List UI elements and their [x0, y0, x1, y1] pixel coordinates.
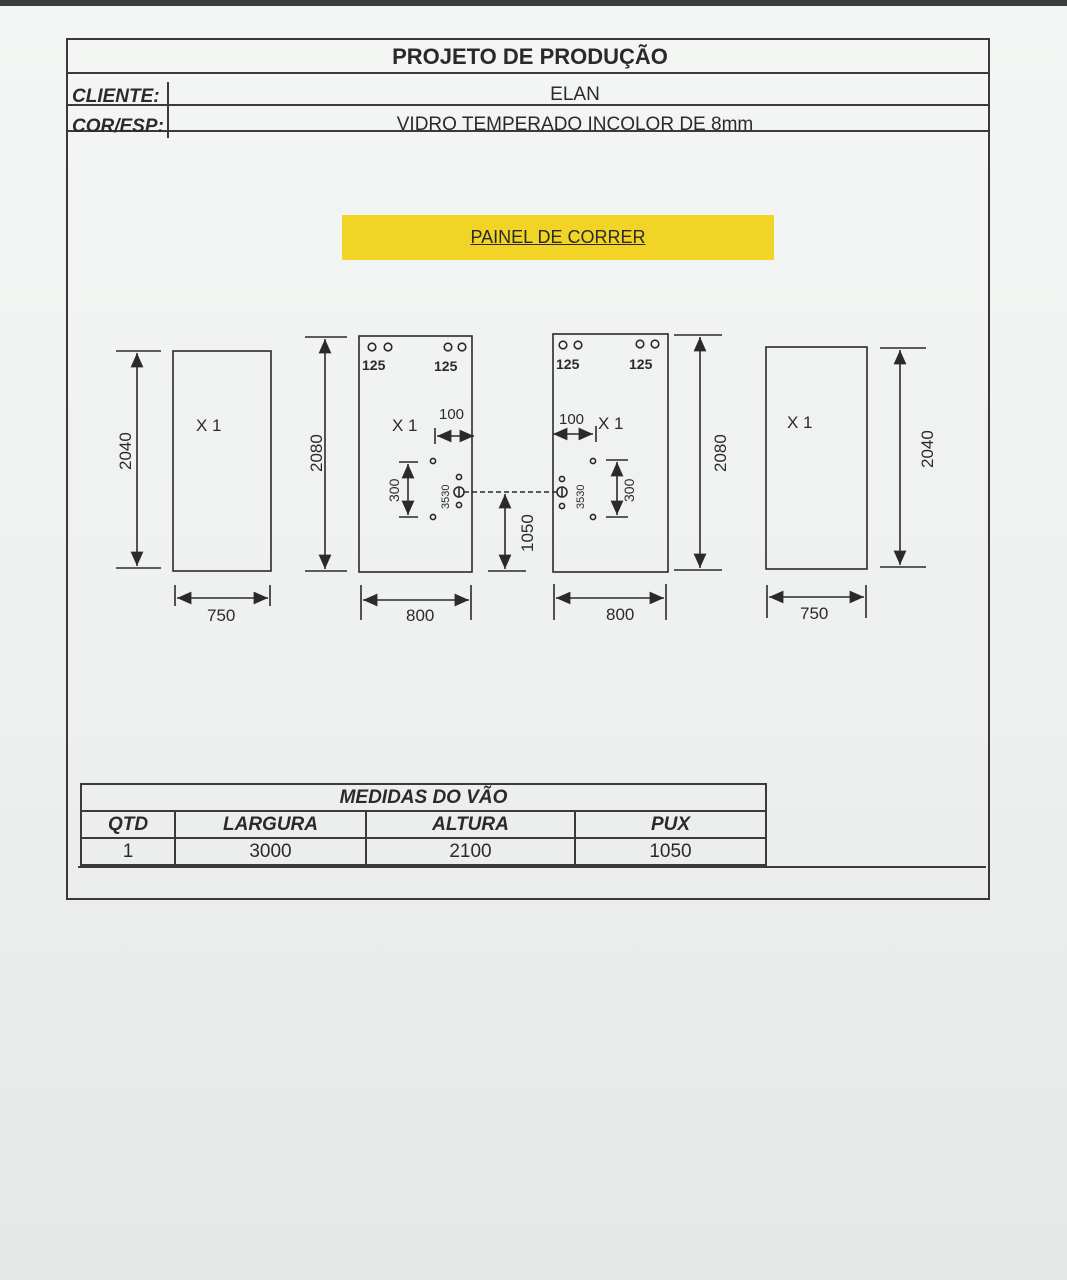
table-cell: 2100: [365, 837, 576, 866]
hole-distance-label: 125: [629, 356, 653, 372]
header-divider: [66, 72, 988, 74]
handle-span-label-2: 300: [386, 478, 402, 502]
header-divider: [66, 104, 988, 106]
hole-icon: [558, 340, 568, 350]
table-header: ALTURA: [365, 810, 576, 839]
table-title: MEDIDAS DO VÃO: [80, 783, 767, 812]
header-divider: [66, 130, 988, 132]
hole-icon: [558, 502, 566, 510]
handle-height-label: 1050: [518, 514, 537, 552]
hole-icon: [650, 339, 660, 349]
table-cell: 1050: [574, 837, 767, 866]
glass-panel-1: [172, 350, 272, 572]
handle-label-3: 3530: [575, 485, 587, 509]
handle-span-label-3: 300: [621, 478, 637, 502]
document-frame: [66, 38, 990, 900]
hole-icon: [429, 457, 437, 465]
table-header: PUX: [574, 810, 767, 839]
glass-panel-4: [765, 346, 868, 570]
glass-panel-3: [552, 333, 669, 573]
height-label-1: 2040: [116, 432, 135, 470]
offset-label-3: 100: [559, 411, 584, 428]
page-top-edge: [0, 0, 1067, 6]
table-row: 1 3000 2100 1050: [80, 837, 767, 866]
hole-icon: [429, 513, 437, 521]
hole-icon: [558, 475, 566, 483]
hole-distance-label: 125: [362, 357, 386, 373]
cor-value: VIDRO TEMPERADO INCOLOR DE 8mm: [396, 114, 754, 135]
qty-label-3: X 1: [598, 414, 624, 433]
table-header: LARGURA: [174, 810, 367, 839]
handle-label-2: 3530: [440, 485, 452, 509]
hole-icon: [635, 339, 645, 349]
hole-icon: [383, 342, 393, 352]
offset-label-2: 100: [439, 406, 464, 423]
width-label-1: 750: [207, 606, 235, 625]
cliente-value: ELAN: [550, 84, 600, 105]
width-label-4: 750: [800, 604, 828, 623]
qty-label-2: X 1: [392, 416, 418, 435]
cliente-label: CLIENTE:: [72, 86, 160, 107]
hole-distance-label: 125: [434, 358, 458, 374]
height-label-2: 2080: [307, 434, 326, 472]
table-cell: 3000: [174, 837, 367, 866]
section-banner: PAINEL DE CORRER: [342, 215, 774, 260]
hole-icon: [455, 501, 463, 509]
qty-label-1: X 1: [196, 416, 222, 435]
hole-icon: [367, 342, 377, 352]
width-label-3: 800: [606, 605, 634, 624]
hole-icon: [573, 340, 583, 350]
cor-label: COR/ESP:: [72, 116, 164, 137]
height-label-4: 2040: [918, 430, 937, 468]
hole-icon: [455, 473, 463, 481]
height-label-3: 2080: [711, 434, 730, 472]
measurements-table: MEDIDAS DO VÃO QTD LARGURA ALTURA PUX 1 …: [80, 783, 767, 866]
table-bottom-line: [78, 866, 986, 868]
qty-label-4: X 1: [787, 413, 813, 432]
table-cell: 1: [80, 837, 176, 866]
glass-panel-2: [358, 335, 473, 573]
hole-icon: [589, 457, 597, 465]
width-label-2: 800: [406, 606, 434, 625]
table-header: QTD: [80, 810, 176, 839]
page-title: PROJETO DE PRODUÇÃO: [392, 44, 668, 69]
hole-icon: [457, 342, 467, 352]
label-divider: [167, 82, 169, 138]
hole-icon: [443, 342, 453, 352]
hole-distance-label: 125: [556, 356, 580, 372]
hole-icon: [589, 513, 597, 521]
banner-label: PAINEL DE CORRER: [470, 227, 646, 247]
